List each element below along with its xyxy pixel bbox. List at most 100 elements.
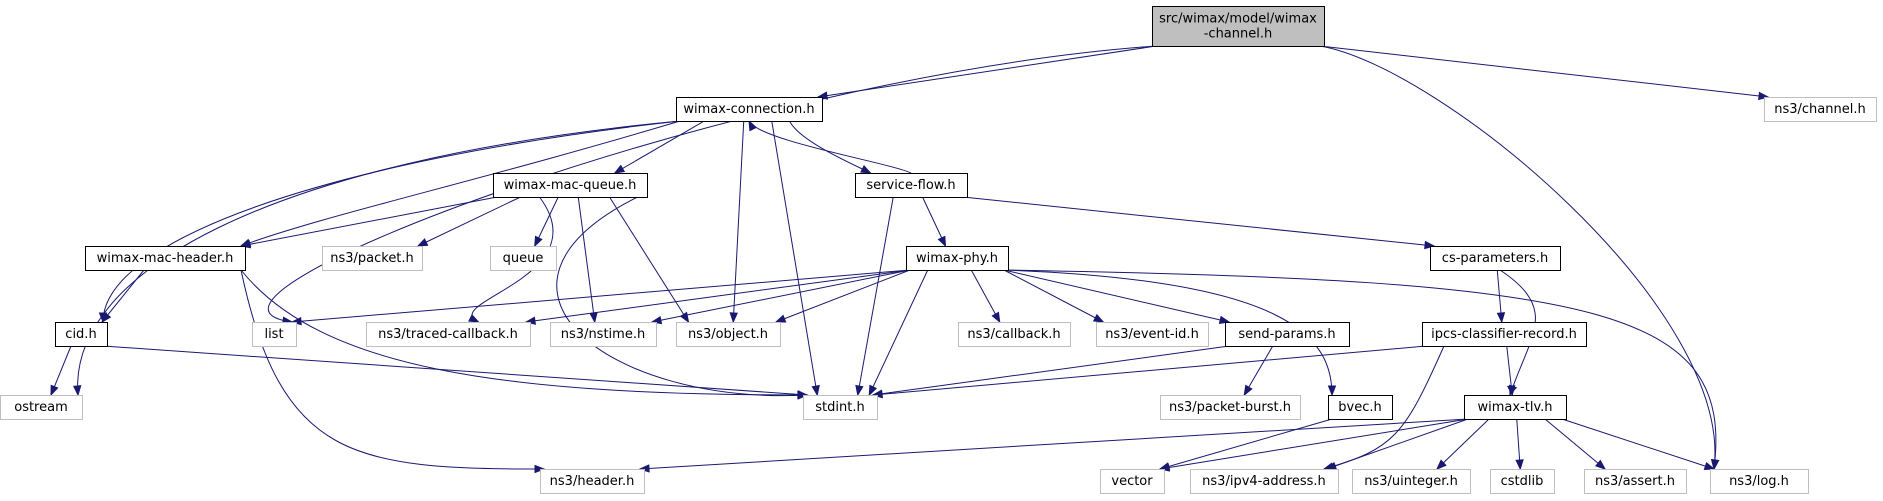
node-label: wimax-mac-queue.h	[504, 178, 637, 193]
node-label: ns3/packet-burst.h	[1169, 400, 1291, 415]
edge-wimax-phy-to-stdint	[868, 269, 929, 397]
edge-service-flow-to-wimax-phy	[922, 196, 947, 248]
node-wimax-tlv[interactable]: wimax-tlv.h	[1464, 395, 1567, 420]
edge-arrowhead	[1092, 313, 1105, 323]
node-label: -channel.h	[1204, 27, 1273, 42]
edge-line	[1003, 269, 1104, 323]
node-packet: ns3/packet.h	[322, 246, 423, 271]
node-traced-callback: ns3/traced-callback.h	[366, 322, 531, 347]
node-box	[0, 395, 83, 420]
node-label: service-flow.h	[866, 178, 955, 193]
edge-wimax-phy-to-list	[290, 269, 911, 326]
node-ipv4-address: ns3/ipv4-address.h	[1190, 469, 1339, 494]
edge-arrowhead	[860, 164, 872, 174]
node-bvec[interactable]: bvec.h	[1328, 395, 1393, 420]
edge-root-to-list	[267, 45, 1157, 325]
edge-line	[101, 269, 145, 323]
edge-line	[417, 196, 521, 247]
edge-line	[240, 120, 681, 247]
edge-arrowhead	[774, 314, 787, 323]
node-label: ns3/object.h	[688, 327, 768, 342]
node-queue: queue	[490, 246, 557, 271]
node-box	[1490, 469, 1555, 494]
edge-cs-parameters-to-ipcs-classifier-record	[1496, 269, 1506, 324]
edge-wimax-tlv-to-log	[1561, 418, 1716, 471]
edge-line	[1319, 45, 1716, 470]
edge-wimax-mac-queue-to-wimax-mac-header	[239, 196, 498, 249]
node-box	[803, 395, 878, 420]
node-label: ostream	[14, 400, 68, 415]
edge-line	[970, 269, 1001, 323]
edge-arrowhead	[1758, 91, 1770, 101]
node-callback: ns3/callback.h	[958, 322, 1071, 347]
node-label: src/wimax/model/wimax	[1159, 12, 1317, 27]
edge-line	[1003, 269, 1333, 396]
node-box	[676, 97, 823, 122]
edge-line	[1003, 269, 1230, 323]
node-wimax-connection[interactable]: wimax-connection.h	[676, 97, 823, 122]
edge-cid-to-ostream	[50, 345, 72, 397]
edge-ipcs-classifier-record-to-stdint	[871, 345, 1427, 399]
edge-wimax-tlv-to-cstdlib	[1515, 418, 1524, 471]
node-label: ns3/header.h	[550, 474, 635, 489]
edge-wimax-phy-to-event-id	[1003, 269, 1105, 323]
node-box	[1100, 469, 1165, 494]
node-wimax-mac-header[interactable]: wimax-mac-header.h	[85, 246, 246, 271]
edge-line	[962, 196, 1435, 247]
edge-arrowhead	[811, 384, 820, 397]
node-nstime: ns3/nstime.h	[550, 322, 657, 347]
edge-line	[872, 345, 1427, 396]
edge-wimax-connection-to-wimax-mac-queue	[613, 120, 705, 174]
node-label: cs-parameters.h	[1442, 251, 1548, 266]
edge-line	[1561, 418, 1715, 470]
edge-line	[639, 418, 1469, 470]
node-box	[855, 173, 968, 198]
edge-wimax-phy-to-log	[1003, 269, 1720, 471]
node-packet-burst: ns3/packet-burst.h	[1160, 395, 1301, 420]
edge-line	[609, 196, 689, 323]
edge-wimax-tlv-to-assert	[1544, 418, 1607, 470]
edge-wimax-mac-header-to-cid	[101, 269, 145, 324]
edge-line	[868, 269, 929, 396]
edge-arrowhead	[1594, 459, 1607, 470]
edge-arrowhead	[1424, 240, 1436, 250]
node-label: bvec.h	[1338, 400, 1381, 415]
edge-arrowhead	[1327, 385, 1337, 397]
node-label: vector	[1111, 474, 1153, 489]
node-box	[85, 246, 246, 271]
node-wimax-phy[interactable]: wimax-phy.h	[906, 246, 1009, 271]
node-root[interactable]: src/wimax/model/wimax-channel.h	[1152, 6, 1325, 47]
node-label: ns3/traced-callback.h	[378, 327, 518, 342]
edge-wimax-phy-to-send-params	[1003, 269, 1231, 324]
node-box	[366, 322, 531, 347]
node-label: wimax-phy.h	[916, 251, 998, 266]
edge-arrowhead	[534, 235, 543, 248]
edge-wimax-connection-to-cid	[98, 120, 681, 324]
node-channel: ns3/channel.h	[1764, 97, 1877, 122]
node-box	[1352, 469, 1471, 494]
node-service-flow[interactable]: service-flow.h	[855, 173, 968, 198]
node-wimax-mac-queue[interactable]: wimax-mac-queue.h	[493, 173, 648, 198]
node-label: queue	[503, 251, 544, 266]
node-send-params[interactable]: send-params.h	[1225, 322, 1350, 347]
edge-line	[789, 120, 871, 174]
node-ipcs-classifier-record[interactable]: ipcs-classifier-record.h	[1422, 322, 1587, 347]
edge-line	[775, 269, 911, 323]
edge-wimax-mac-queue-to-queue	[534, 196, 559, 248]
edge-wimax-tlv-to-header	[638, 418, 1469, 473]
edge-line	[614, 120, 705, 174]
node-label: list	[264, 327, 283, 342]
edge-cid-to-stdint	[102, 345, 809, 399]
node-cs-parameters[interactable]: cs-parameters.h	[1430, 246, 1561, 271]
edge-arrowhead	[1218, 315, 1231, 324]
node-box	[252, 322, 297, 347]
edge-line	[1436, 418, 1490, 470]
node-cid[interactable]: cid.h	[55, 322, 108, 347]
node-box	[958, 322, 1071, 347]
edge-arrowhead	[534, 464, 546, 474]
edge-line	[1003, 269, 1717, 470]
edge-arrowhead	[1710, 459, 1720, 471]
node-box	[1430, 246, 1561, 271]
edge-arrowhead	[1703, 462, 1716, 471]
edge-arrowhead	[72, 385, 82, 397]
